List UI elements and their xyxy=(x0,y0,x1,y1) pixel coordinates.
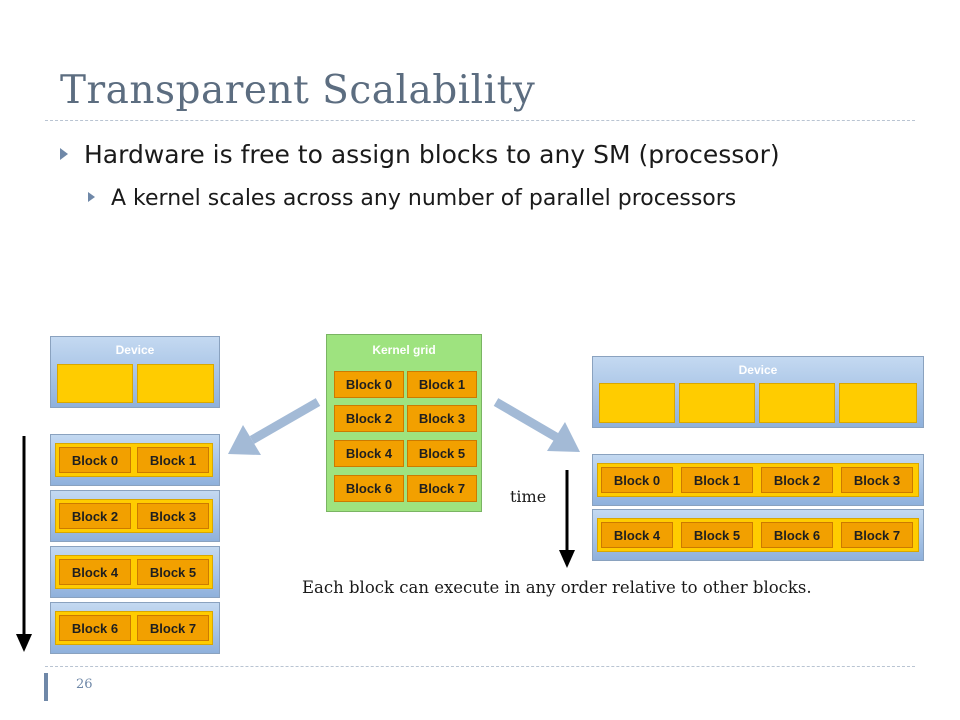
right-row-1: Block 4 Block 5 Block 6 Block 7 xyxy=(592,509,924,561)
page-number: 26 xyxy=(76,677,93,692)
right-row-0: Block 0 Block 1 Block 2 Block 3 xyxy=(592,454,924,506)
left-block: Block 0 xyxy=(59,447,131,473)
right-block: Block 2 xyxy=(761,467,833,493)
left-assign-arrow xyxy=(228,398,321,455)
footer-accent xyxy=(44,673,48,701)
kernel-block: Block 1 xyxy=(407,371,477,398)
kernel-block: Block 2 xyxy=(334,405,404,432)
kernel-block: Block 7 xyxy=(407,475,477,502)
left-block: Block 1 xyxy=(137,447,209,473)
right-block: Block 4 xyxy=(601,522,673,548)
right-block: Block 0 xyxy=(601,467,673,493)
left-row-2: Block 4 Block 5 xyxy=(50,546,220,598)
left-block: Block 2 xyxy=(59,503,131,529)
kernel-block: Block 5 xyxy=(407,440,477,467)
left-block: Block 4 xyxy=(59,559,131,585)
left-device: Device xyxy=(50,336,220,408)
bullet-1-text: Hardware is free to assign blocks to any… xyxy=(84,140,780,169)
triangle-bullet-icon xyxy=(88,192,95,202)
right-device-core-0 xyxy=(599,383,675,423)
left-device-label: Device xyxy=(115,343,155,357)
right-block: Block 5 xyxy=(681,522,753,548)
right-device-label: Device xyxy=(738,363,778,377)
left-row-3: Block 6 Block 7 xyxy=(50,602,220,654)
slide-title: Transparent Scalability xyxy=(60,68,536,113)
footer-divider xyxy=(45,666,915,667)
left-row-0: Block 0 Block 1 xyxy=(50,434,220,486)
right-time-arrow xyxy=(559,470,575,568)
right-block: Block 6 xyxy=(761,522,833,548)
right-block: Block 1 xyxy=(681,467,753,493)
caption: Each block can execute in any order rela… xyxy=(302,578,812,597)
kernel-block: Block 6 xyxy=(334,475,404,502)
time-label: time xyxy=(510,487,547,506)
left-row-1: Block 2 Block 3 xyxy=(50,490,220,542)
right-device-core-3 xyxy=(839,383,917,423)
kernel-grid: Kernel grid Block 0 Block 1 Block 2 Bloc… xyxy=(326,334,482,512)
left-device-core-1 xyxy=(137,364,214,403)
right-device: Device xyxy=(592,356,924,428)
left-device-core-0 xyxy=(57,364,133,403)
title-divider xyxy=(45,120,915,121)
triangle-bullet-icon xyxy=(60,148,68,160)
kernel-block: Block 0 xyxy=(334,371,404,398)
bullet-2: A kernel scales across any number of par… xyxy=(88,186,736,211)
left-block: Block 5 xyxy=(137,559,209,585)
bullet-2-text: A kernel scales across any number of par… xyxy=(111,186,737,211)
right-block: Block 3 xyxy=(841,467,913,493)
right-device-core-2 xyxy=(759,383,835,423)
right-assign-arrow xyxy=(493,398,580,452)
left-block: Block 3 xyxy=(137,503,209,529)
bullet-1: Hardware is free to assign blocks to any… xyxy=(60,140,780,169)
left-block: Block 6 xyxy=(59,615,131,641)
right-block: Block 7 xyxy=(841,522,913,548)
kernel-block: Block 3 xyxy=(407,405,477,432)
right-device-core-1 xyxy=(679,383,755,423)
left-time-arrow xyxy=(16,436,32,652)
kernel-grid-label: Kernel grid xyxy=(372,343,436,357)
left-block: Block 7 xyxy=(137,615,209,641)
kernel-block: Block 4 xyxy=(334,440,404,467)
